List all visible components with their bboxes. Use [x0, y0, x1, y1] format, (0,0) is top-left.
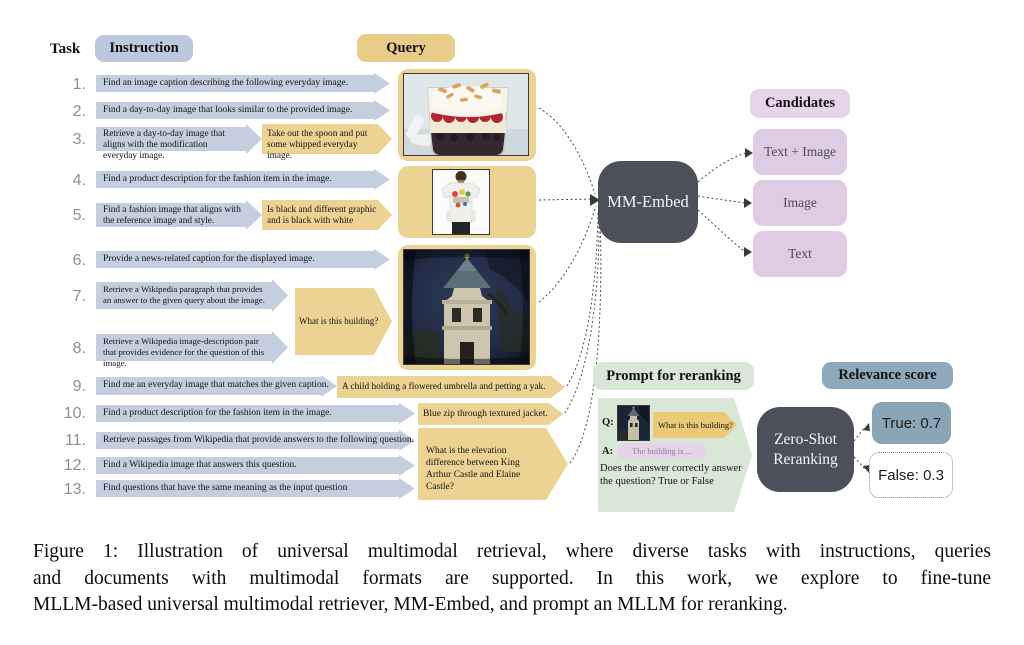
prompt-question-arrow: What is this building? [653, 412, 737, 438]
candidate-text: Text [753, 231, 847, 277]
clock-tower-thumbnail-illustration [618, 406, 649, 440]
task-instruction-text: Find a fashion image that aligns with th… [103, 205, 241, 226]
task-number: 2. [72, 103, 86, 120]
task-query-text: Take out the spoon and put some whipped … [267, 129, 368, 161]
task-instruction-arrow [96, 200, 262, 230]
task-query-text: Blue zip through textured jacket. [423, 409, 548, 419]
query-frame-dessert [398, 69, 536, 161]
task-instruction-text: Find a day-to-day image that looks simil… [103, 105, 353, 115]
trifle-dessert-photo [403, 73, 529, 156]
task-number: 6. [72, 252, 86, 269]
zero-shot-line1: Zero-Shot [774, 430, 837, 448]
query-arrow-castle-question [418, 428, 568, 500]
candidate-image: Image [753, 180, 847, 226]
task-number: 11. [64, 432, 86, 449]
caption-line-3: MLLM-based universal multimodal retrieve… [33, 594, 788, 615]
mm-embed-box: MM-Embed [598, 161, 698, 243]
trifle-dessert-illustration [404, 74, 528, 155]
task-number: 7. [72, 288, 86, 305]
task-instruction-arrow [96, 124, 262, 154]
task-number: 5. [72, 207, 86, 224]
candidate-text-image: Text + Image [753, 129, 847, 175]
figure-caption: Figure 1: Illustration of universal mult… [33, 539, 991, 619]
task-number: 3. [72, 131, 86, 148]
clock-tower-illustration [404, 250, 529, 364]
task-instruction-text: Find questions that have the same meanin… [103, 483, 348, 493]
task-instruction-text: Provide a news-related caption for the d… [103, 254, 315, 264]
task-instruction-arrow [96, 279, 288, 312]
false-score-box: False: 0.3 [869, 452, 953, 498]
caption-line-1: Figure 1: Illustration of universal mult… [33, 541, 991, 562]
query-header: Query [357, 34, 455, 62]
query-frame-tshirt [398, 166, 536, 238]
task-number: 8. [72, 340, 86, 357]
true-score-box: True: 0.7 [872, 402, 951, 444]
task-instruction-text: Find me an everyday image that matches t… [103, 380, 329, 390]
task-column-label: Task [50, 41, 81, 57]
task-instruction-arrow [96, 331, 288, 364]
task-instruction-arrow [96, 478, 415, 499]
task-instruction-text: Find a product description for the fashi… [103, 174, 332, 184]
task-instruction-arrow [96, 403, 415, 424]
candidates-header: Candidates [750, 89, 850, 118]
query-arrow-building-question [295, 288, 392, 355]
task-instruction-text: Retrieve a Wikipedia paragraph that prov… [103, 284, 265, 305]
mm-embed-label: MM-Embed [607, 192, 689, 211]
zero-shot-reranking-label: Zero-Shot Reranking [773, 430, 838, 470]
task-instruction-text: Retrieve a day-to-day image that aligns … [103, 129, 225, 161]
clock-tower-thumbnail [617, 405, 650, 441]
prompt-answer-pill: The building is ... [617, 443, 707, 459]
task-query-arrow [418, 403, 563, 425]
caption-line-2: and documents with multimodal formats ar… [33, 567, 991, 589]
task-instruction-text: Find a product description for the fashi… [103, 408, 332, 418]
task-instruction-arrow [96, 169, 390, 190]
task-number: 9. [72, 378, 86, 395]
task-query-arrow [337, 376, 565, 398]
prompt-question-text: What is this building? [658, 420, 733, 430]
task-number: 1. [72, 76, 86, 93]
task-instruction-arrow [96, 455, 415, 476]
zero-shot-reranking-box: Zero-Shot Reranking [757, 407, 854, 492]
graphic-tshirt-photo [432, 169, 490, 235]
task-query-arrow [262, 200, 392, 230]
prompt-a-label: A: [602, 446, 614, 457]
prompt-instruction-text: Does the answer correctly answer the que… [600, 463, 742, 487]
graphic-tshirt-illustration [433, 170, 489, 234]
task-query-arrow [262, 124, 392, 154]
task-number: 4. [72, 172, 86, 189]
relevance-score-header: Relevance score [822, 362, 953, 389]
prompt-reranking-header: Prompt for reranking [593, 362, 754, 390]
query-text-building-question: What is this building? [299, 316, 379, 326]
zero-shot-line2: Reranking [773, 450, 838, 468]
task-number: 12. [63, 457, 86, 474]
task-query-text: A child holding a flowered umbrella and … [342, 382, 546, 392]
task-instruction-arrow [96, 73, 390, 94]
task-instruction-text: Retrieve a Wikipedia image-description p… [103, 336, 264, 368]
task-query-text: Is black and different graphic and is bl… [267, 205, 377, 226]
clock-tower-photo [403, 249, 530, 365]
task-number: 10. [63, 405, 86, 422]
query-text-castle-question: What is the elevation difference between… [426, 446, 521, 492]
task-number: 13. [63, 481, 86, 498]
query-frame-building [398, 245, 536, 370]
prompt-q-label: Q: [602, 417, 614, 428]
task-instruction-arrow [96, 375, 337, 397]
task-instruction-arrow [96, 249, 390, 270]
task-instruction-text: Retrieve passages from Wikipedia that pr… [103, 435, 415, 445]
task-instruction-text: Find an image caption describing the fol… [103, 78, 349, 88]
task-instruction-text: Find a Wikipedia image that answers this… [103, 460, 297, 470]
task-instruction-arrow [96, 430, 415, 451]
instruction-header: Instruction [95, 35, 193, 62]
task-instruction-arrow [96, 100, 390, 121]
